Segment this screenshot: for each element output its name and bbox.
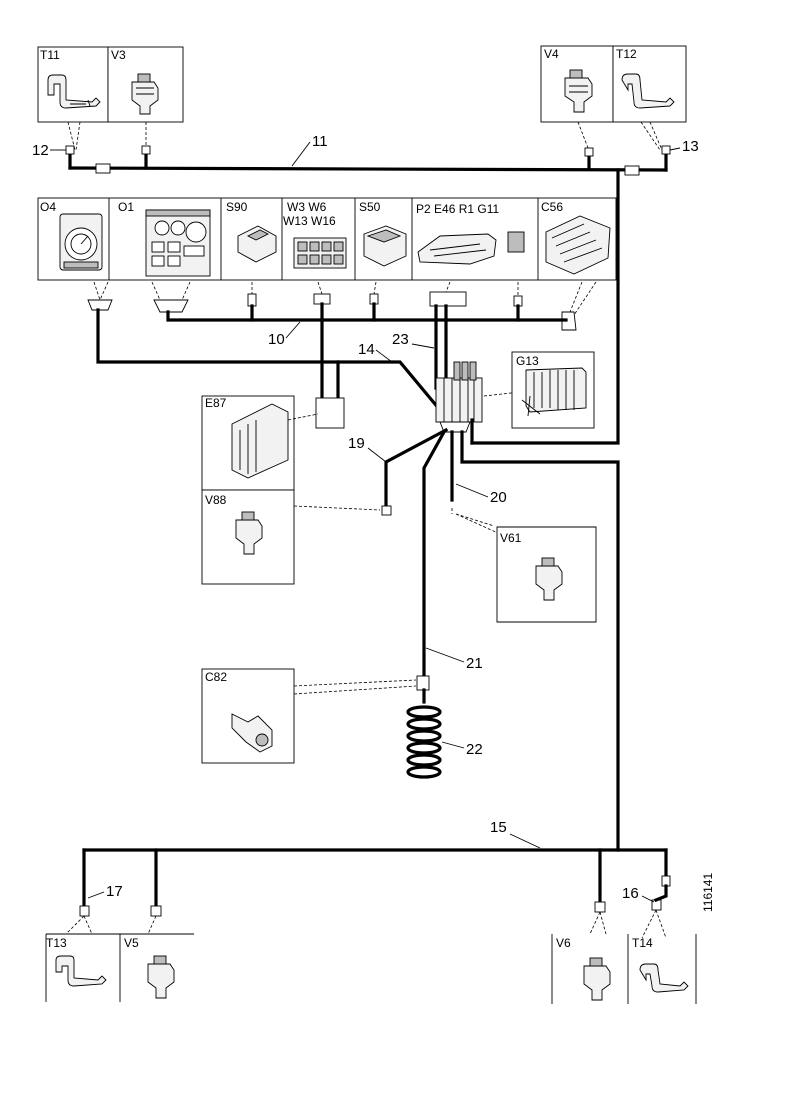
leader-t12 (640, 121, 663, 151)
label-w3-w6: W3 W6 (287, 200, 327, 214)
wire-number-17: 17 (106, 883, 123, 900)
connector-11-right (624, 165, 640, 176)
junction-block (435, 361, 483, 433)
label-v6: V6 (556, 936, 571, 950)
instrument-cluster-o1 (145, 209, 211, 277)
harness-11 (68, 166, 668, 172)
label-v5: V5 (124, 936, 139, 950)
component-box-e87 (201, 395, 319, 491)
wire-number-22: 22 (466, 741, 483, 758)
control-box-c56 (545, 215, 611, 275)
component-box-t12 (612, 45, 687, 123)
harness-10 (166, 310, 568, 322)
wire-number-15: 15 (490, 819, 507, 836)
connector-v88 (381, 505, 392, 516)
component-box-t14 (639, 934, 697, 1004)
connector-o1 (153, 299, 189, 313)
label-o4: O4 (40, 200, 56, 214)
label-c82: C82 (205, 670, 227, 684)
component-box-v5 (120, 933, 194, 999)
harness-14 (96, 308, 443, 413)
connector-v6 (594, 901, 606, 913)
connector-c82 (416, 675, 430, 691)
trunk-right-upper (470, 168, 620, 445)
wire-number-12: 12 (32, 142, 49, 159)
wire-number-11: 11 (312, 133, 328, 150)
connector-e87 (315, 397, 345, 429)
connector-c56 (561, 311, 577, 331)
wire-number-14: 14 (358, 341, 375, 358)
component-box-g13 (511, 351, 595, 429)
label-s50: S50 (359, 200, 381, 214)
component-box-v4 (540, 45, 614, 123)
label-t12: T12 (616, 47, 637, 61)
switch-s90 (237, 225, 277, 263)
wire-number-21: 21 (466, 655, 483, 672)
connector-s90 (247, 293, 257, 307)
component-box-v61 (496, 526, 597, 623)
connector-v5 (150, 905, 162, 917)
figure-code: 116141 (701, 873, 715, 912)
label-s90: S90 (226, 200, 248, 214)
wire-number-16: 16 (622, 885, 639, 902)
trunk-right-lower (460, 430, 620, 852)
leader-v4 (577, 121, 589, 149)
harness-21 (422, 429, 447, 680)
component-box-v6 (551, 934, 629, 1004)
component-box-v88 (201, 489, 295, 585)
label-e87: E87 (205, 396, 227, 410)
label-o1: O1 (118, 200, 134, 214)
label-w13-w16: W13 W16 (283, 214, 336, 228)
component-box-v3 (107, 46, 184, 123)
switch-s50 (363, 225, 407, 267)
label-c56: C56 (541, 200, 563, 214)
label-g13: G13 (516, 354, 539, 368)
label-v61: V61 (500, 531, 522, 545)
branch-e87 (320, 318, 340, 400)
switch-block-w (293, 237, 347, 269)
harness-23 (434, 304, 448, 390)
connector-12 (65, 145, 75, 155)
label-p2-e46-r1-g11: P2 E46 R1 G11 (416, 202, 499, 216)
label-v3: V3 (111, 48, 126, 62)
plate-p2 (417, 231, 525, 265)
wire-number-10: 10 (268, 331, 285, 348)
connector-13 (661, 145, 671, 155)
connector-11-inline (95, 163, 111, 174)
connector-v4 (584, 147, 594, 157)
label-v88: V88 (205, 493, 227, 507)
label-t14: T14 (632, 936, 653, 950)
connector-v3 (141, 145, 151, 155)
wire-number-13: 13 (682, 138, 699, 155)
coiled-cable-22 (406, 688, 442, 779)
connector-o4 (87, 299, 113, 311)
label-t11: T11 (40, 48, 60, 62)
wire-number-20: 20 (490, 489, 507, 506)
component-box-t11 (37, 46, 109, 123)
wire-number-23: 23 (392, 331, 409, 348)
gauge-o4 (59, 213, 103, 271)
label-t13: T13 (46, 936, 67, 950)
connector-t13 (79, 905, 90, 917)
label-v4: V4 (544, 47, 559, 61)
connector-p2 (429, 291, 467, 307)
wire-number-19: 19 (348, 435, 365, 452)
component-box-c82 (201, 668, 295, 764)
